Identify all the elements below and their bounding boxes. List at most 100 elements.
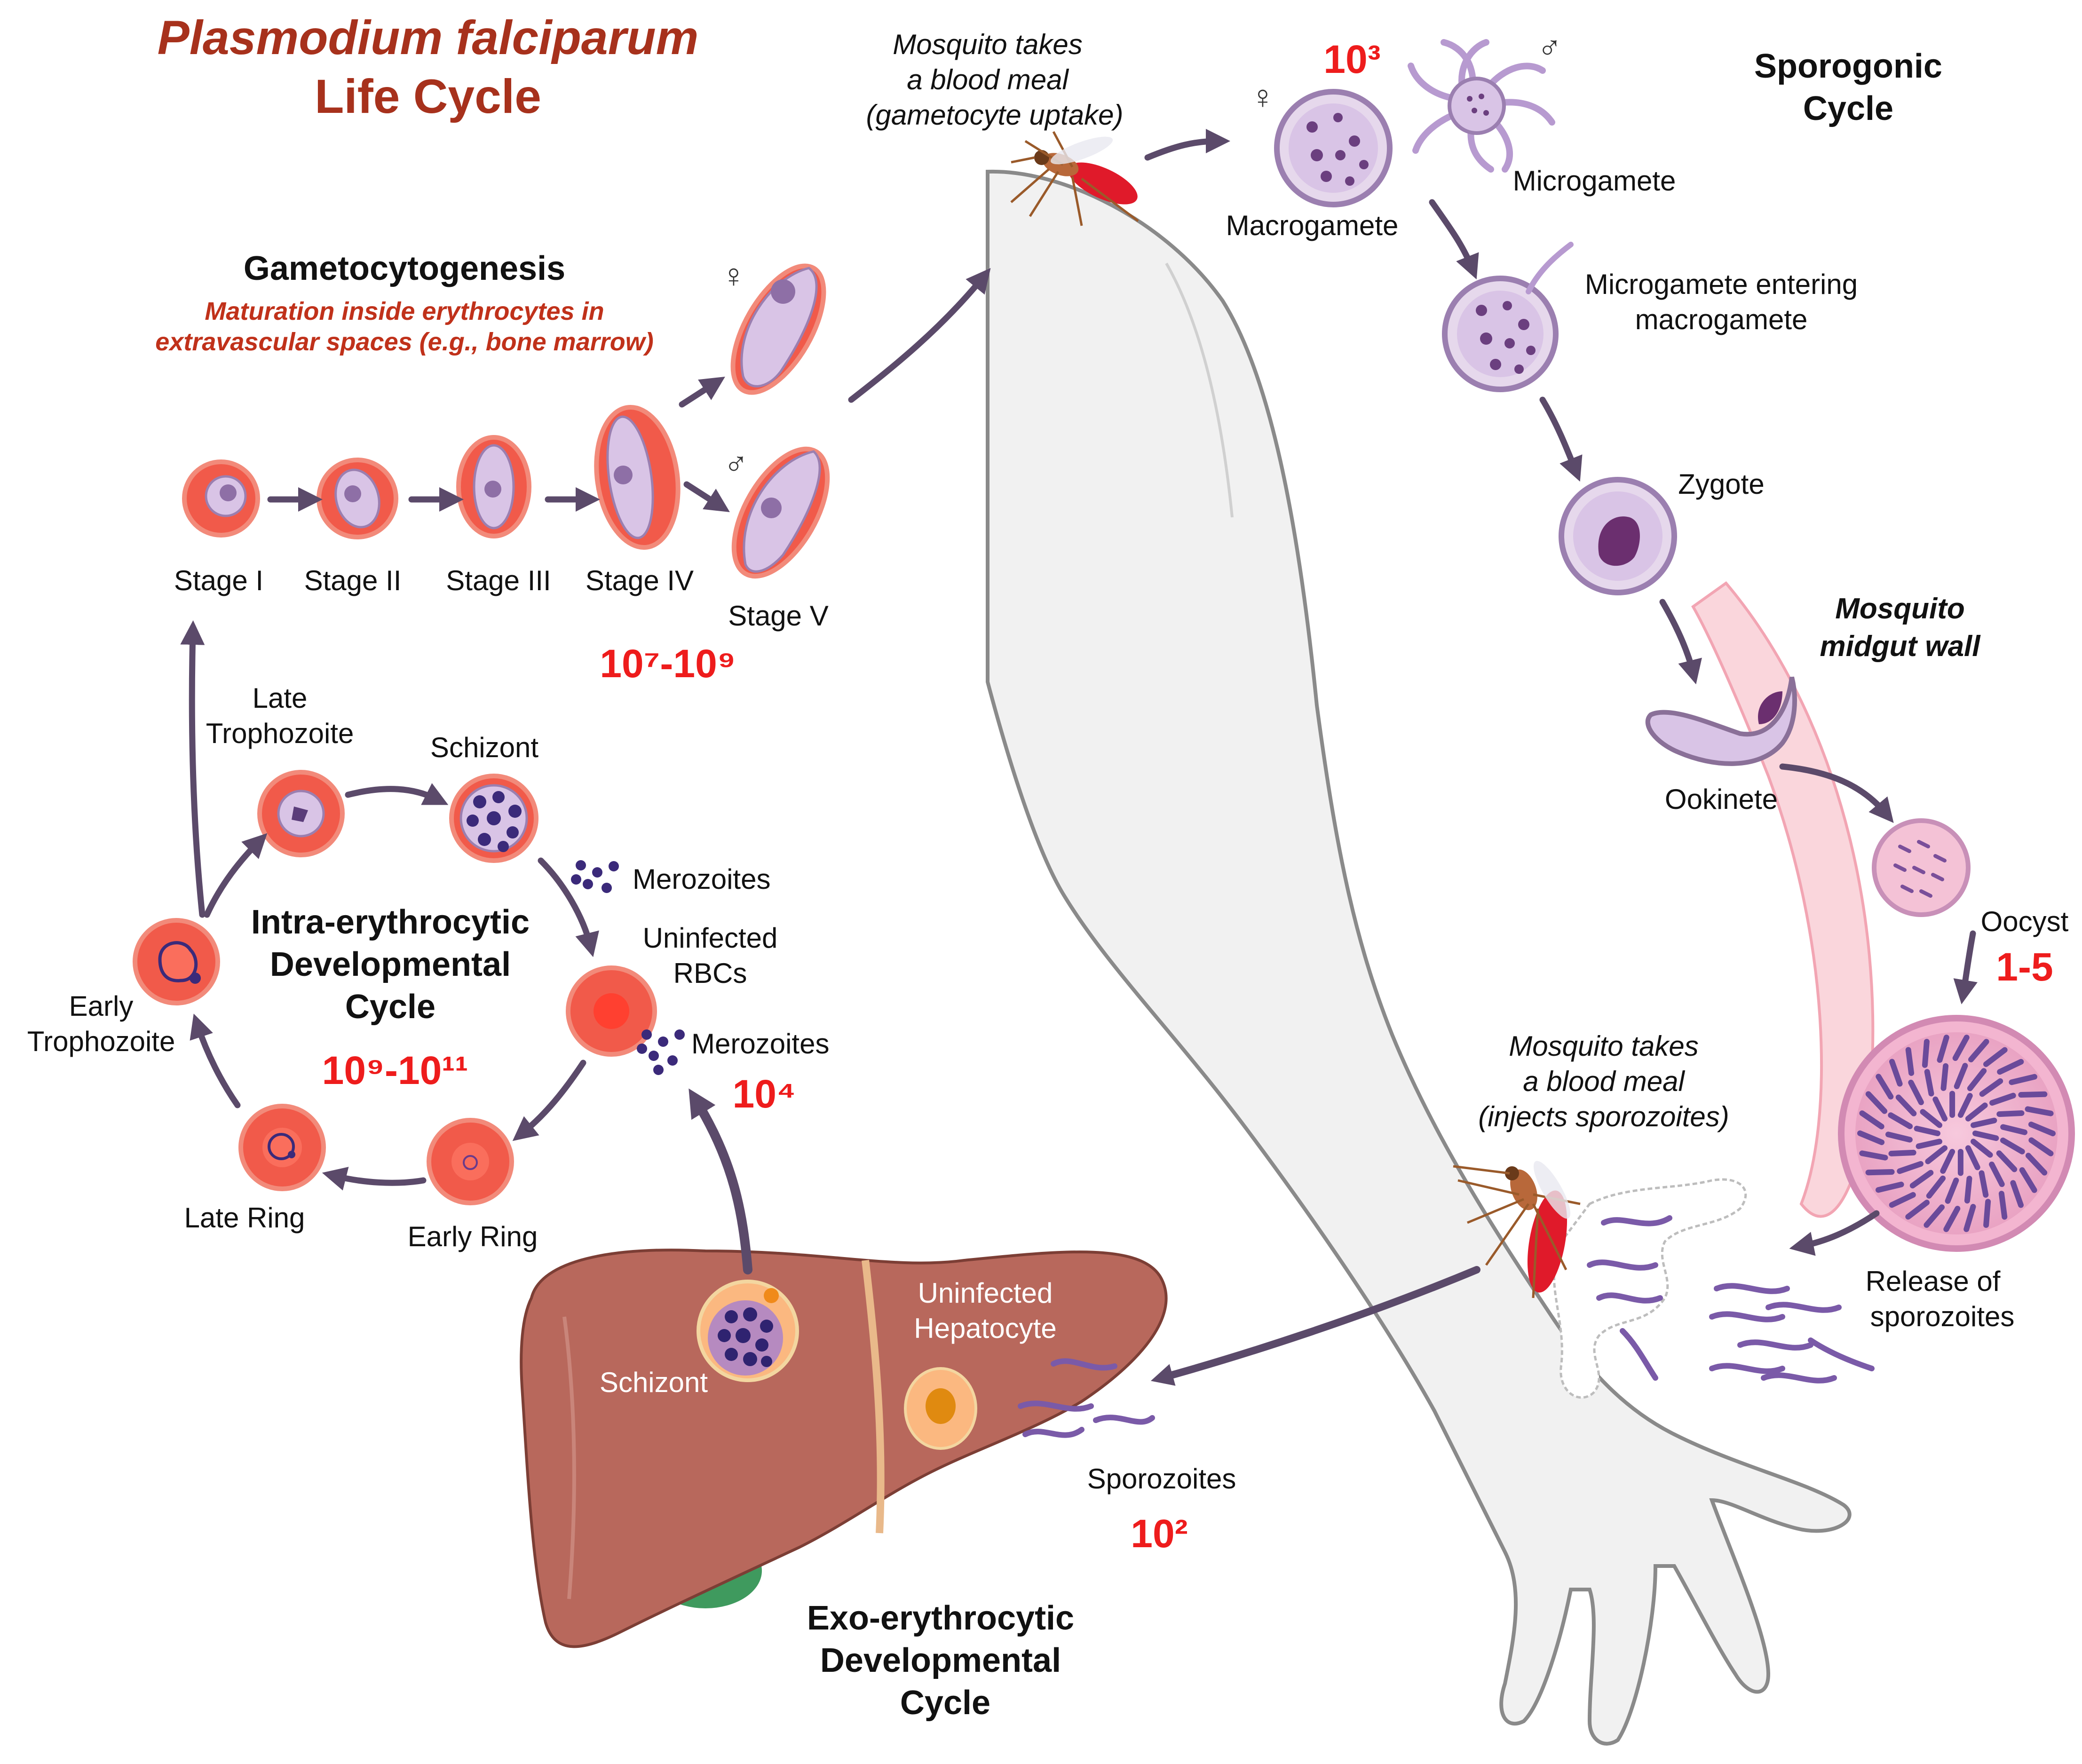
exo-heading-2: Developmental bbox=[820, 1642, 1061, 1679]
stage-4-label: Stage IV bbox=[586, 565, 694, 596]
sporozoite-spoke bbox=[1957, 1093, 1973, 1118]
title-species: Plasmodium falciparum bbox=[158, 11, 699, 64]
microgamete-cell bbox=[1408, 39, 1555, 173]
gametocytogenesis-note-2: extravascular spaces (e.g., bone marrow) bbox=[155, 328, 653, 356]
sporozoite-spoke bbox=[1945, 1178, 1959, 1204]
sporozoite-spoke bbox=[1954, 1063, 1968, 1089]
inject-text-1: Mosquito takes bbox=[1509, 1030, 1699, 1062]
sporozoite-spoke bbox=[1965, 1102, 1988, 1122]
microgamete-male-symbol: ♂ bbox=[1537, 29, 1562, 66]
arrow-oocyst-to-release bbox=[1789, 1210, 1880, 1256]
liver-schizont-cell bbox=[697, 1280, 799, 1382]
sporozoite-spoke bbox=[1979, 1170, 1989, 1198]
arrow-zygote-to-ookinete bbox=[1659, 599, 1702, 685]
sporozoite-spoke bbox=[1876, 1181, 1904, 1193]
sporozoite-spoke bbox=[1943, 1206, 1961, 1232]
macrogamete-label: Macrogamete bbox=[1226, 210, 1399, 241]
late-trophozoite-cell bbox=[257, 770, 345, 857]
sporozoite-spoke bbox=[1997, 1059, 2024, 1075]
arrow-late-ring-to-early-troph bbox=[190, 1013, 241, 1108]
early-ring-cell bbox=[427, 1118, 514, 1205]
merozoites-bottom-label: Merozoites bbox=[691, 1028, 829, 1060]
sporozoite-spoke bbox=[1895, 1094, 1917, 1116]
human-arm bbox=[986, 169, 1852, 1746]
oocyst-label: Oocyst bbox=[1981, 906, 2069, 937]
sporozoite-spoke bbox=[1865, 1091, 1888, 1114]
uptake-text-3: (gametocyte uptake) bbox=[866, 99, 1124, 131]
fertilization-cell bbox=[1442, 242, 1574, 392]
zygote-label: Zygote bbox=[1678, 468, 1764, 500]
sporozoite-spoke bbox=[2019, 1167, 2037, 1193]
late-trophozoite-label-1: Late bbox=[253, 682, 308, 714]
gamete-count: 10³ bbox=[1323, 37, 1380, 81]
sporozoite-spoke bbox=[1979, 1078, 2003, 1097]
merozoite-count: 10⁴ bbox=[733, 1072, 796, 1116]
intra-heading-1: Intra-erythrocytic bbox=[251, 903, 530, 941]
mosquito-bottom-icon bbox=[1453, 1161, 1581, 1298]
sporozoite-spoke bbox=[2028, 1137, 2054, 1156]
stage-5-male-symbol: ♂ bbox=[724, 445, 749, 482]
early-ring-label: Early Ring bbox=[408, 1221, 538, 1252]
sporozoite-spoke bbox=[1908, 1079, 1924, 1105]
sporozoite-spoke bbox=[1897, 1161, 1924, 1174]
sporozoite-spoke bbox=[1996, 1150, 2018, 1172]
arrow-stage4-to-female bbox=[679, 376, 725, 408]
arm-silhouette bbox=[986, 169, 1852, 1746]
mosquito-top-icon bbox=[1010, 131, 1139, 226]
sporozoite-spoke bbox=[2025, 1153, 2048, 1176]
ookinete-cell bbox=[1645, 676, 1797, 766]
stage-3-label: Stage III bbox=[446, 565, 551, 596]
uninfected-rbcs-label-2: RBCs bbox=[673, 957, 747, 989]
sporozoite-spoke bbox=[1905, 1047, 1915, 1076]
sporozoite-spoke bbox=[1967, 1068, 1987, 1092]
oocyst-count: 1-5 bbox=[1996, 945, 2053, 989]
arrow-early-ring-to-late-ring bbox=[322, 1167, 427, 1191]
stage-1-cell bbox=[182, 459, 260, 538]
sporozoite-spoke bbox=[1922, 1039, 1930, 1068]
uninfected-hepatocyte-label-2: Hepatocyte bbox=[914, 1313, 1057, 1344]
sporozoite-spoke bbox=[1876, 1074, 1894, 1100]
exo-heading-1: Exo-erythrocytic bbox=[807, 1599, 1074, 1637]
entering-label-2: macrogamete bbox=[1635, 304, 1808, 335]
salivary-gland-outline bbox=[1552, 1178, 1747, 1399]
intra-heading-2: Developmental bbox=[270, 946, 511, 983]
intra-erythrocytic-section: Intra-erythrocytic Developmental Cycle 1… bbox=[27, 620, 829, 1252]
stage-1-label: Stage I bbox=[174, 565, 263, 596]
uptake-text-1: Mosquito takes bbox=[893, 29, 1083, 60]
sporozoite-spoke bbox=[2018, 1091, 2048, 1098]
title-life-cycle: Life Cycle bbox=[315, 70, 541, 123]
sporozoite-spoke bbox=[1905, 1200, 1930, 1220]
arrow-oocyst-to-mature bbox=[1953, 930, 1978, 1005]
sporozoite-spoke bbox=[1971, 1117, 1997, 1128]
uninfected-rbcs-label-1: Uninfected bbox=[643, 922, 778, 954]
liver-sporozoites-label: Sporozoites bbox=[1087, 1463, 1236, 1495]
sporozoite-spoke bbox=[1916, 1139, 1942, 1149]
sporozoite-spoke bbox=[1964, 1176, 1972, 1204]
sporozoite-spoke bbox=[1909, 1170, 1934, 1189]
stage-5-label: Stage V bbox=[728, 600, 829, 632]
arrow-schizont-to-rbc bbox=[538, 857, 599, 957]
microgamete-label: Microgamete bbox=[1513, 165, 1676, 197]
sporozoite-spoke bbox=[2010, 1180, 2024, 1208]
uptake-text-2: a blood meal bbox=[907, 64, 1069, 95]
liver-illustration bbox=[520, 1249, 1168, 1648]
midgut-label-2: midgut wall bbox=[1820, 630, 1981, 663]
sporozoite-spoke bbox=[1857, 1130, 1885, 1145]
macrogamete-female-symbol: ♀ bbox=[1251, 79, 1275, 115]
arrow-stage4-to-male bbox=[683, 481, 730, 513]
release-label-1: Release of bbox=[1866, 1266, 2001, 1297]
oocyst-small-cell bbox=[1872, 818, 1971, 917]
arrow-mosquito-to-gametes bbox=[1144, 129, 1230, 161]
exo-heading-3: Cycle bbox=[900, 1684, 990, 1722]
early-trophozoite-label-2: Trophozoite bbox=[27, 1026, 175, 1057]
sporozoite-spoke bbox=[1968, 1039, 1989, 1062]
early-trophozoite-cell bbox=[133, 918, 220, 1005]
early-trophozoite-label-1: Early bbox=[69, 990, 134, 1022]
ookinete-label: Ookinete bbox=[1665, 783, 1778, 815]
arrow-gametocytes-to-mosquito bbox=[848, 268, 991, 403]
late-ring-cell bbox=[238, 1104, 326, 1191]
liver-sporozoites bbox=[1018, 1358, 1155, 1438]
sporozoite-spoke bbox=[1989, 1092, 2016, 1106]
